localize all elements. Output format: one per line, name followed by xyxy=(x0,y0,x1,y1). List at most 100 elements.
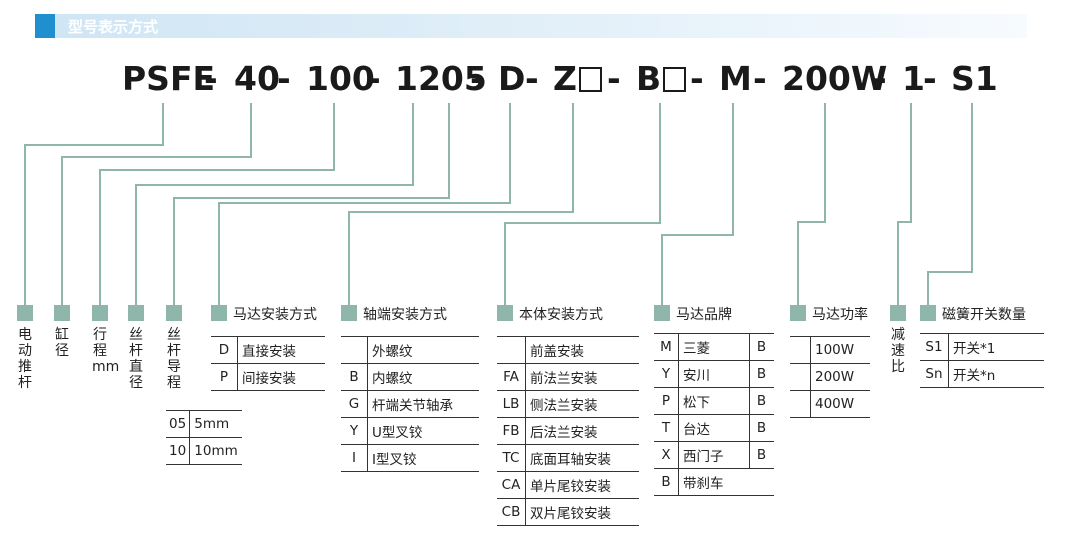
label-motor: 电动推杆 xyxy=(18,327,32,391)
code-sep-7: - xyxy=(690,59,704,98)
option-key: TC xyxy=(497,444,526,472)
option-value: 杆端关节轴承 xyxy=(367,390,479,418)
header-bar xyxy=(35,14,1027,38)
table-row: X 西门子 B xyxy=(654,441,774,469)
option-key: Y xyxy=(654,360,679,388)
label-motor-power: 马达功率 xyxy=(812,307,868,323)
table-row: B 带刹车 xyxy=(654,468,774,496)
code-sep-5: - xyxy=(525,59,539,98)
option-value: 10mm xyxy=(189,437,242,465)
option-value: 单片尾铰安装 xyxy=(525,471,639,499)
option-value: 双片尾铰安装 xyxy=(525,498,639,526)
option-brake: B xyxy=(748,414,774,442)
option-key xyxy=(790,363,811,391)
option-value: 外螺纹 xyxy=(367,336,479,364)
option-value: 后法兰安装 xyxy=(525,417,639,445)
connector-stroke xyxy=(99,103,335,305)
code-sep-3: - xyxy=(367,59,381,98)
code-sep-8: - xyxy=(753,59,767,98)
option-key xyxy=(790,336,811,364)
option-key: G xyxy=(341,390,368,418)
table-row: S1 开关*1 xyxy=(920,333,1044,361)
table-row: 05 5mm xyxy=(166,410,242,438)
option-value: 直接安装 xyxy=(237,336,325,364)
marker-screw-dia xyxy=(128,305,144,321)
table-row: I I型叉铰 xyxy=(341,444,479,472)
label-reducer: 减速比 xyxy=(891,327,905,375)
label-stroke: 行程mm xyxy=(92,327,120,375)
option-key: M xyxy=(654,333,679,361)
option-key: FB xyxy=(497,417,526,445)
connector-shaft-end xyxy=(348,103,574,305)
motor-mount-options-table: D 直接安装 P 间接安装 xyxy=(211,336,325,391)
code-motor-mount: D xyxy=(498,59,526,98)
option-value: 台达 xyxy=(678,414,749,442)
switch-options-table: S1 开关*1 Sn 开关*n xyxy=(920,333,1044,388)
label-shaft-end: 轴端安装方式 xyxy=(363,307,447,323)
option-key: Sn xyxy=(920,360,949,388)
option-key: I xyxy=(341,444,368,472)
header-accent xyxy=(35,14,55,38)
table-row: D 直接安装 xyxy=(211,336,325,364)
option-key: Y xyxy=(341,417,368,445)
connector-psfe xyxy=(24,103,164,305)
option-key: D xyxy=(211,336,238,364)
power-options-table: 100W 200W 400W xyxy=(790,336,870,418)
code-sep-4: - xyxy=(470,59,484,98)
code-brand: M xyxy=(719,59,752,98)
option-key: LB xyxy=(497,390,526,418)
table-row: 200W xyxy=(790,363,870,391)
option-key: B xyxy=(654,468,679,496)
option-key: 10 xyxy=(166,437,191,465)
option-value: U型叉铰 xyxy=(367,417,479,445)
connector-body-mount xyxy=(504,103,661,305)
shaft-end-options-table: 外螺纹 B 内螺纹 G 杆端关节轴承 Y U型叉铰 I I型叉铰 xyxy=(341,336,479,472)
table-row: 100W xyxy=(790,336,870,364)
option-brake: B xyxy=(748,441,774,469)
table-row: Y U型叉铰 xyxy=(341,417,479,445)
option-value: 侧法兰安装 xyxy=(525,390,639,418)
option-value: 带刹车 xyxy=(678,468,774,496)
option-key xyxy=(497,336,526,364)
placeholder-box xyxy=(663,67,687,92)
option-value: 开关*n xyxy=(948,360,1044,388)
connector-screw-lead xyxy=(173,103,450,305)
table-row: FA 前法兰安装 xyxy=(497,363,639,391)
option-brake: B xyxy=(748,333,774,361)
option-value: 100W xyxy=(810,336,870,364)
option-key: B xyxy=(341,363,368,391)
connector-reducer xyxy=(897,103,912,305)
code-psfe: PSFE xyxy=(122,59,216,98)
marker-brand xyxy=(654,305,670,321)
code-power: 200W xyxy=(782,59,888,98)
option-key xyxy=(790,390,811,418)
option-value: 开关*1 xyxy=(948,333,1044,361)
body-mount-options-table: 前盖安装 FA 前法兰安装 LB 侧法兰安装 FB 后法兰安装 TC 底面耳轴安… xyxy=(497,336,639,526)
option-value: 5mm xyxy=(189,410,242,438)
marker-psfe xyxy=(17,305,33,321)
table-row: TC 底面耳轴安装 xyxy=(497,444,639,472)
marker-power xyxy=(790,305,806,321)
marker-switch xyxy=(920,305,936,321)
option-key: S1 xyxy=(920,333,949,361)
label-motor-mount: 马达安装方式 xyxy=(233,307,317,323)
code-sep-9: - xyxy=(873,59,887,98)
table-row: LB 侧法兰安装 xyxy=(497,390,639,418)
table-row: 10 10mm xyxy=(166,437,242,465)
table-row: 前盖安装 xyxy=(497,336,639,364)
table-row: 外螺纹 xyxy=(341,336,479,364)
table-row: 400W xyxy=(790,390,870,418)
option-value: 西门子 xyxy=(678,441,749,469)
option-key: CA xyxy=(497,471,526,499)
brand-options-table: M 三菱 B Y 安川 B P 松下 B T 台达 B X 西门子 B B 带刹… xyxy=(654,333,774,496)
table-row: T 台达 B xyxy=(654,414,774,442)
marker-shaft-end xyxy=(341,305,357,321)
code-body-mount: B xyxy=(636,62,687,95)
connector-bore xyxy=(61,103,252,305)
option-brake: B xyxy=(748,360,774,388)
option-value: 前法兰安装 xyxy=(525,363,639,391)
option-key: 05 xyxy=(166,410,191,438)
table-row: B 内螺纹 xyxy=(341,363,479,391)
marker-motor-mount xyxy=(211,305,227,321)
